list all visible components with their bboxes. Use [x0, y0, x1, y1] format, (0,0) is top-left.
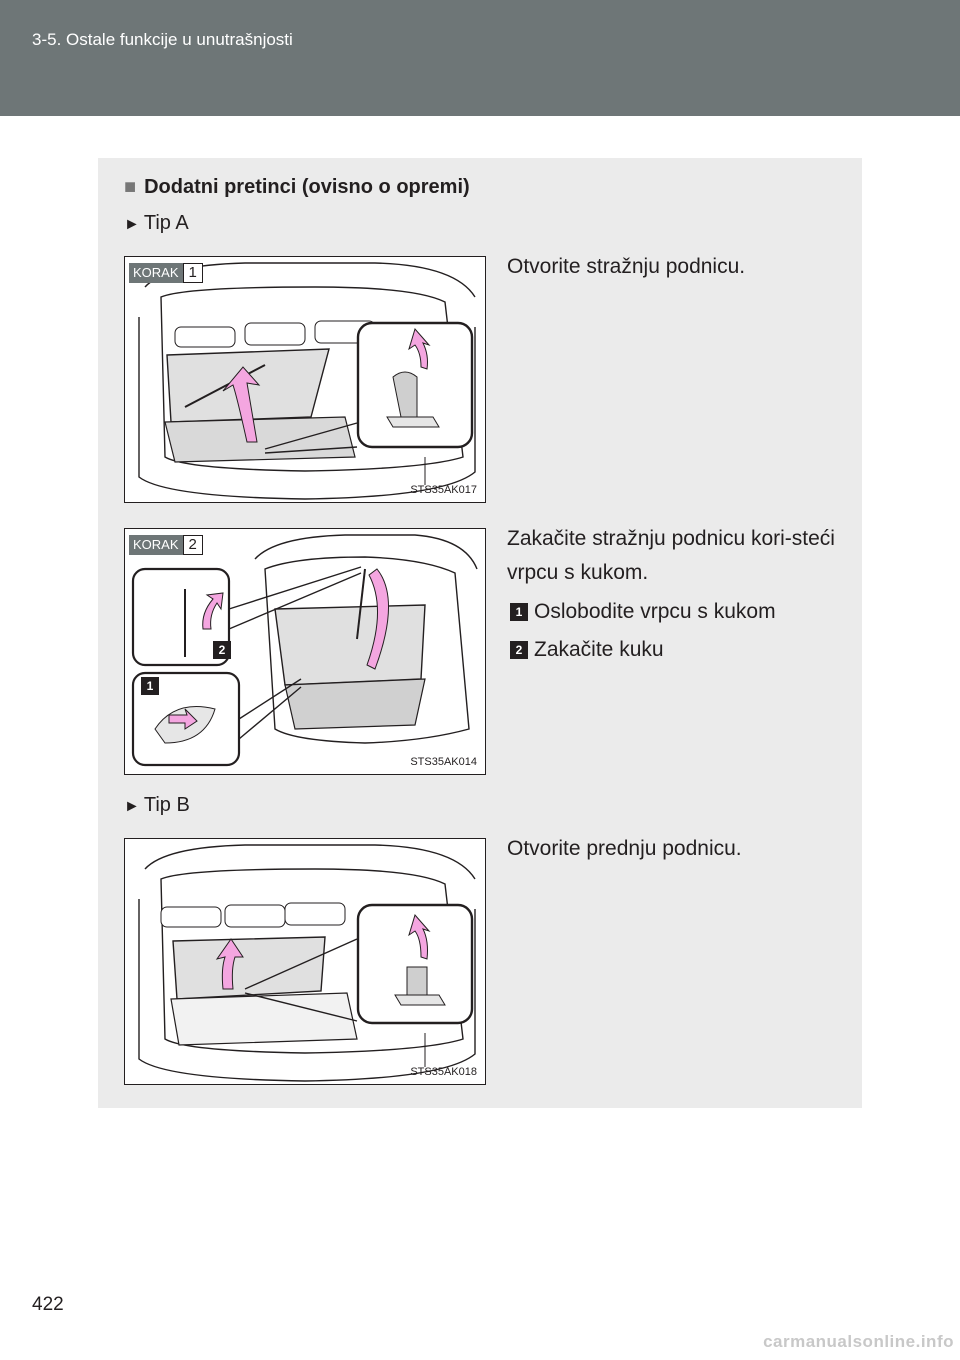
triangle-right-icon: ► — [124, 216, 140, 233]
car-trunk-front-floor-illustration — [138, 844, 476, 1082]
step-number: 1 — [182, 263, 203, 283]
variant-b-label: ►Tip B — [124, 794, 190, 817]
watermark: carmanualsonline.info — [763, 1332, 954, 1351]
variant-a-label: ►Tip A — [124, 212, 189, 235]
car-trunk-rear-floor-illustration — [138, 262, 476, 500]
page-number: 422 — [32, 1294, 64, 1315]
item-text: Zakačite kuku — [534, 638, 664, 661]
type-b-step-text: Otvorite prednju podnicu. — [507, 837, 742, 860]
item-number: 1 — [510, 603, 528, 621]
step2-item-1: 1 Oslobodite vrpcu s kukom — [510, 600, 776, 624]
page-header: 3-5. Ostale funkcije u unutrašnjosti — [0, 0, 960, 116]
korak-label: KORAK — [129, 535, 183, 555]
variant-b-text: Tip B — [143, 794, 190, 816]
chapter-title: 3-5. Ostale funkcije u unutrašnjosti — [32, 30, 293, 49]
image-code: STS35AK018 — [410, 1066, 477, 1078]
section-title: ■ Dodatni pretinci (ovisno o opremi) — [124, 176, 470, 199]
item-number: 2 — [510, 641, 528, 659]
section-title-text: Dodatni pretinci (ovisno o opremi) — [144, 176, 470, 198]
square-bullet-icon: ■ — [124, 176, 137, 198]
image-code: STS35AK017 — [410, 484, 477, 496]
step1-text: Otvorite stražnju podnicu. — [507, 255, 746, 278]
step2-item-2: 2 Zakačite kuku — [510, 638, 664, 662]
figure-type-b: STS35AK018 — [124, 838, 486, 1085]
callout-number-2: 2 — [213, 641, 231, 659]
item-text: Oslobodite vrpcu s kukom — [534, 600, 776, 623]
variant-a-text: Tip A — [143, 212, 189, 234]
image-code: STS35AK014 — [410, 756, 477, 768]
step-number: 2 — [182, 535, 203, 555]
step2-text: Zakačite stražnju podnicu kori-stеći vrp… — [507, 527, 835, 584]
triangle-right-icon: ► — [124, 798, 140, 815]
callout-number-1: 1 — [141, 677, 159, 695]
car-trunk-hook-strap-illustration — [131, 534, 478, 767]
korak-label: KORAK — [129, 263, 183, 283]
